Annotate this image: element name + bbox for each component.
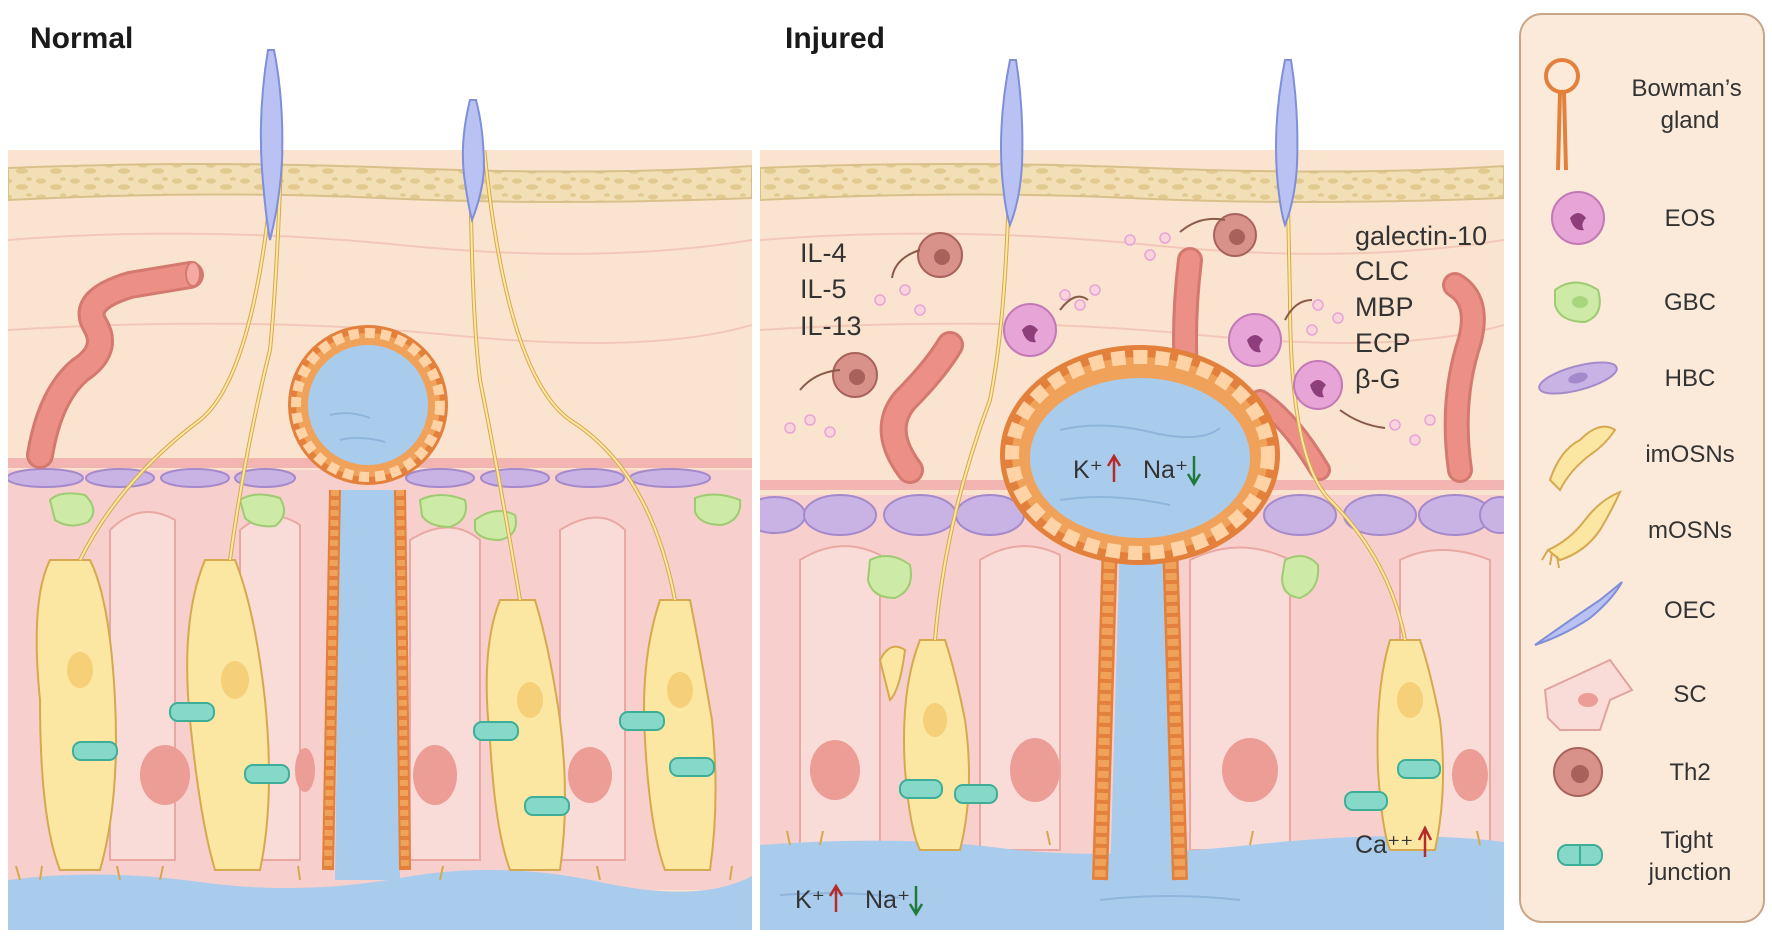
calcium-ion-label: Ca⁺⁺ (1355, 831, 1413, 859)
mucus-na-ion-label: Na⁺ (865, 886, 910, 914)
legend-label-tight-junction-line1: Tight (1660, 827, 1713, 854)
mucus-na-down-arrow-icon (908, 886, 924, 917)
legend-label-bowmans-gland: Bowman’s gland (1632, 75, 1749, 134)
legend-label-sc: SC (1673, 681, 1706, 708)
ca-up-arrow-icon (1417, 825, 1433, 857)
mosn-cell-icon (1541, 490, 1622, 569)
normal-panel: Normal (8, 22, 752, 930)
gland-na-ion-label: Na⁺ (1143, 456, 1188, 484)
tight-junction-icon (1557, 844, 1603, 866)
gbc-cell-icon (1554, 281, 1601, 324)
legend-label-tight-junction-line2: junction (1648, 859, 1732, 886)
eosinophil-icon (1551, 191, 1605, 245)
legend-label-imosns: imOSNs (1645, 441, 1734, 468)
legend-label-oec: OEC (1664, 597, 1716, 624)
mediator-clc-label: CLC (1355, 256, 1409, 286)
cytokine-il13-label: IL-13 (800, 311, 862, 341)
legend-label-gbc: GBC (1664, 289, 1716, 316)
cytokine-il5-label: IL-5 (800, 274, 847, 304)
hbc-cell-icon (1538, 361, 1618, 395)
cytokine-il4-label: IL-4 (800, 238, 847, 268)
legend-label-eos: EOS (1665, 205, 1716, 232)
legend-label-mosns: mOSNs (1648, 517, 1732, 544)
legend-label-bowmans-gland-line2: gland (1661, 107, 1720, 134)
imosn-cell-icon (1548, 425, 1617, 492)
legend-label-hbc: HBC (1665, 365, 1716, 392)
gland-k-ion-label: K⁺ (1073, 456, 1103, 484)
mucus-k-ion-label: K⁺ (795, 886, 825, 914)
legend-panel: Bowman’s gland EOS GBC HBC imOSNs (1519, 13, 1765, 923)
injured-panel-title: Injured (785, 22, 885, 55)
oec-cell-icon (1534, 581, 1623, 646)
normal-panel-title: Normal (30, 22, 133, 55)
injured-panel: Injured IL-4 IL-5 IL-13 galectin-10 CLC … (760, 22, 1504, 930)
k-up-arrow-icon (1106, 453, 1122, 482)
bowmans-gland-icon (1544, 58, 1580, 171)
legend-label-tight-junction: Tight junction (1648, 827, 1732, 886)
mediator-beta-g-label: β-G (1355, 364, 1401, 394)
legend-label-bowmans-gland-line1: Bowman’s (1632, 75, 1742, 102)
mediator-mbp-label: MBP (1355, 292, 1414, 322)
mediator-ecp-label: ECP (1355, 328, 1411, 358)
na-down-arrow-icon (1186, 456, 1202, 487)
th2-cell-icon (1553, 747, 1603, 797)
legend-label-th2: Th2 (1669, 759, 1710, 786)
sc-cell-icon (1543, 658, 1634, 731)
mucus-k-up-arrow-icon (828, 883, 844, 912)
mediator-galectin10-label: galectin-10 (1355, 221, 1487, 251)
